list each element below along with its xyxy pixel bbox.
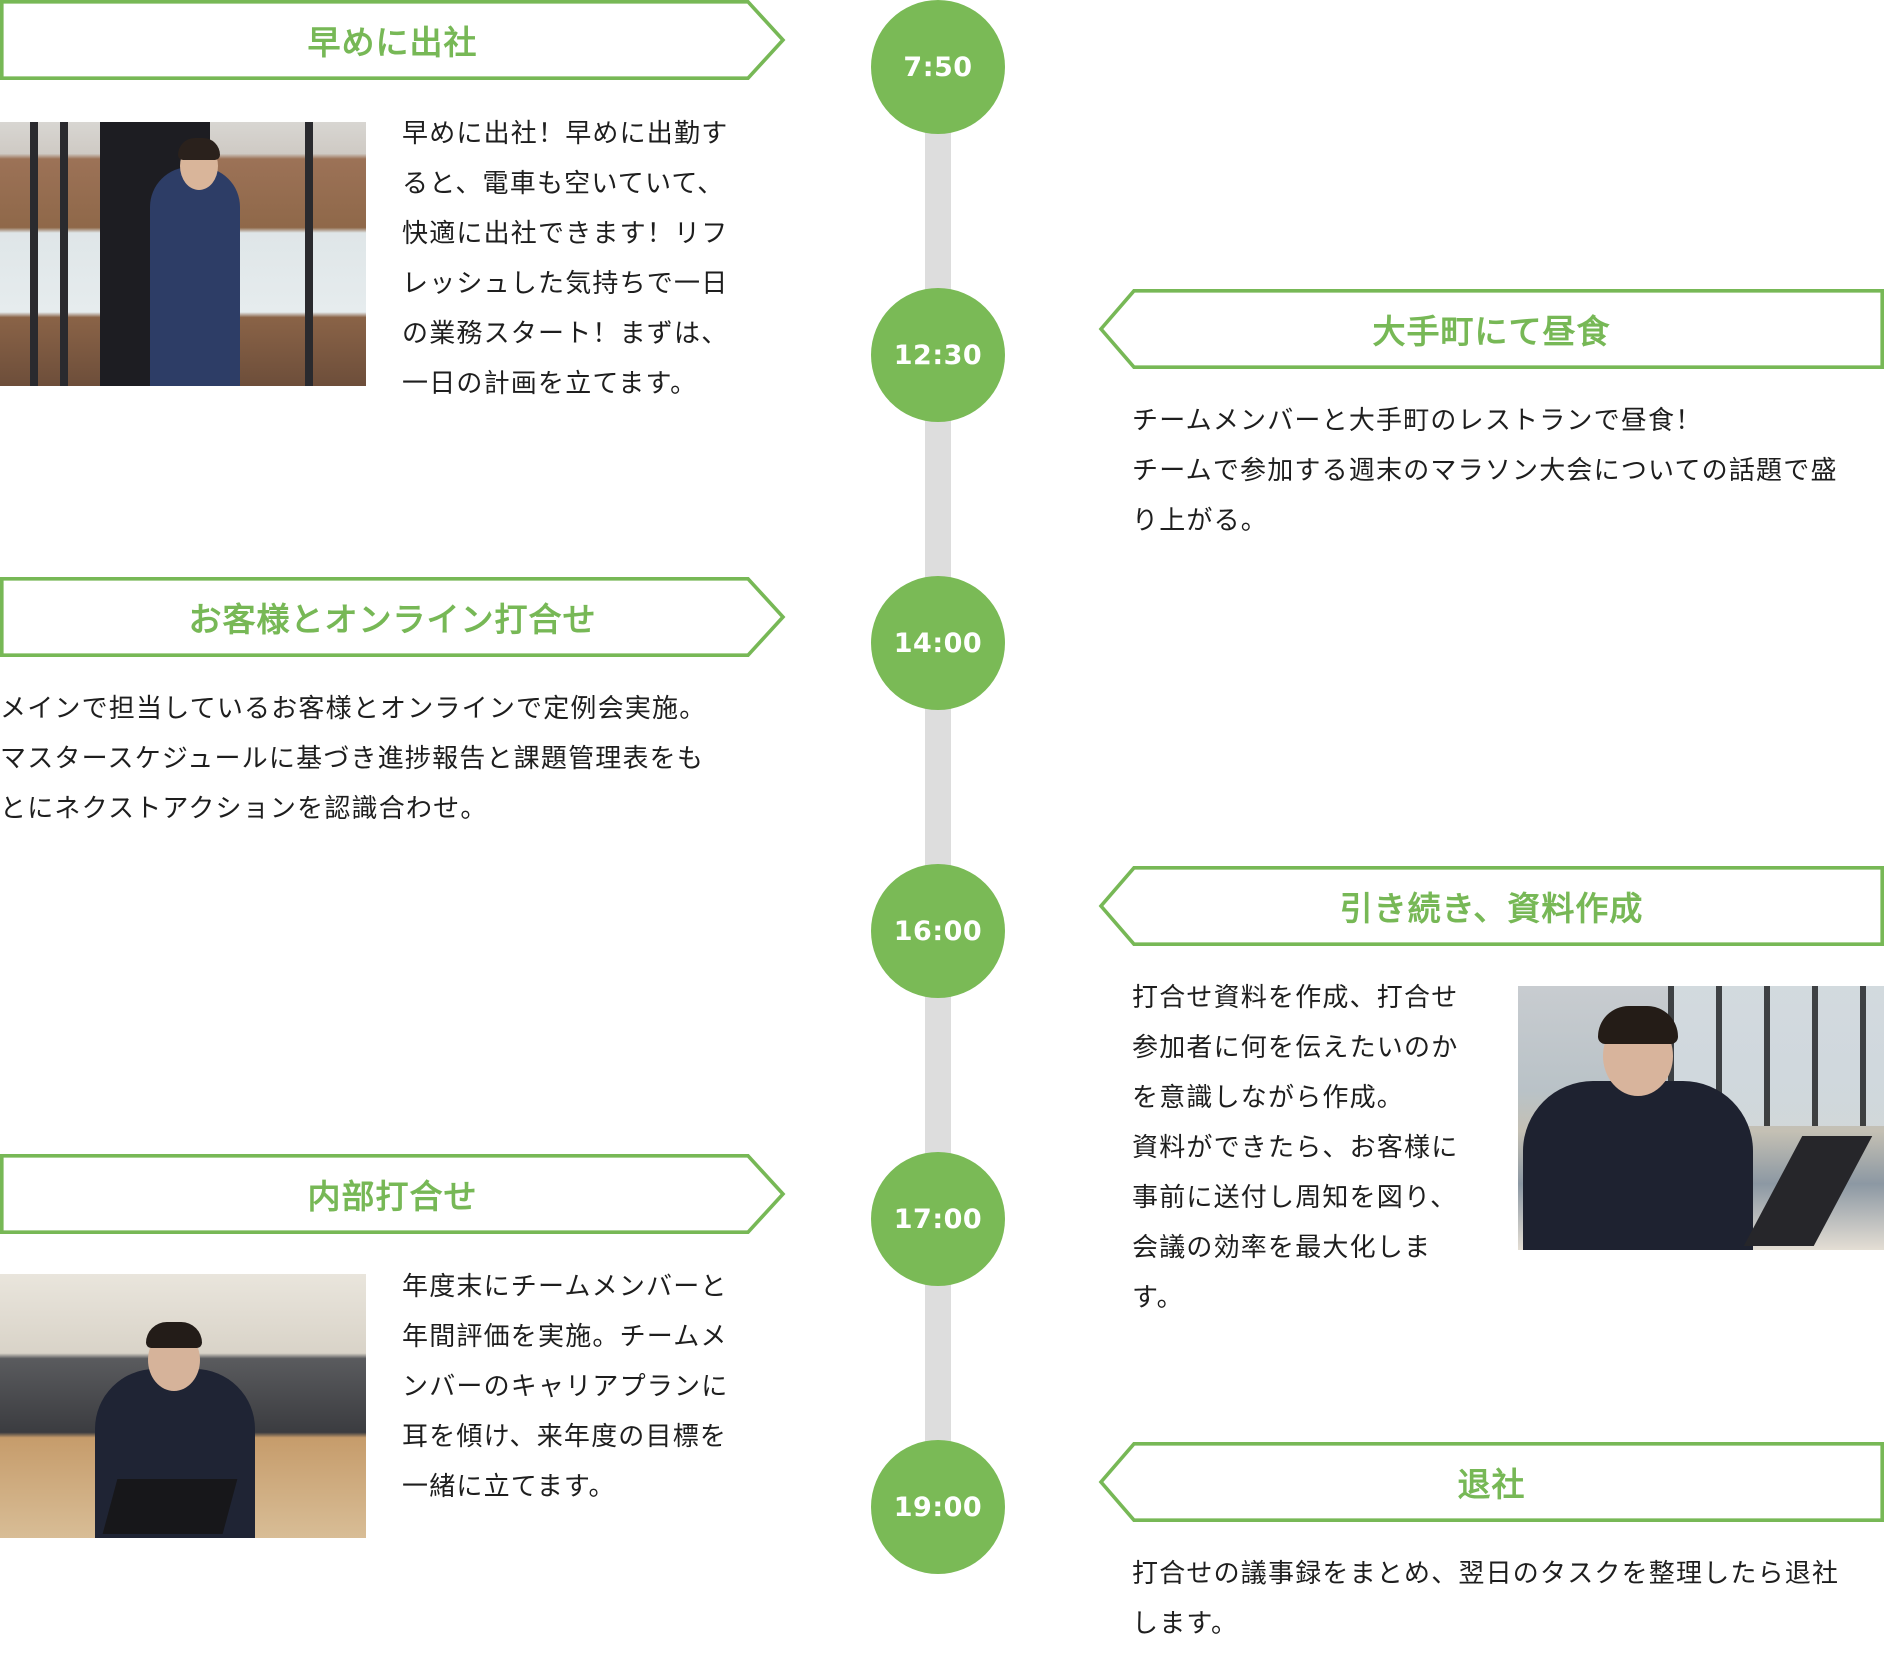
time-marker-1400: 14:00 xyxy=(871,576,1005,710)
event-title: 退社 xyxy=(1457,1465,1526,1504)
arrow-left-banner-shape xyxy=(1098,288,1884,369)
event-description: 打合せ資料を作成、打合せ 参加者に何を伝えたいのか を意識しながら作成。 資料が… xyxy=(1132,983,1459,1313)
time-marker-1700: 17:00 xyxy=(871,1152,1005,1286)
time-marker-0750: 7:50 xyxy=(871,0,1005,134)
time-marker-1230: 12:30 xyxy=(871,288,1005,422)
man-at-table-with-laptop-photo xyxy=(0,1274,366,1538)
event-description: 年度末にチームメンバーと 年間評価を実施。チームメ ンバーのキャリアプランに 耳… xyxy=(402,1272,729,1502)
event-title: 引き続き、資料作成 xyxy=(1339,889,1644,928)
event-banner-early-arrival: 早めに出社 xyxy=(0,0,786,80)
time-marker-1600: 16:00 xyxy=(871,864,1005,998)
event-description: 打合せの議事録をまとめ、翌日のタスクを整理したら退社 します。 xyxy=(1132,1559,1840,1639)
timeline-line xyxy=(925,60,951,1510)
event-description: 早めに出社！早めに出勤す ると、電車も空いていて、 快適に出社できます！リフ レ… xyxy=(402,119,729,399)
man-walking-in-office-photo xyxy=(0,122,366,386)
event-banner-document-prep: 引き続き、資料作成 xyxy=(1098,865,1884,946)
event-title: 早めに出社 xyxy=(307,23,478,62)
event-title: 大手町にて昼食 xyxy=(1372,312,1611,351)
event-description: メインで担当しているお客様とオンラインで定例会実施。 マスタースケジュールに基づ… xyxy=(0,694,707,824)
time-marker-1900: 19:00 xyxy=(871,1440,1005,1574)
event-description: チームメンバーと大手町のレストランで昼食！ チームで参加する週末のマラソン大会に… xyxy=(1132,406,1838,536)
arrow-left-banner-shape xyxy=(1098,1441,1884,1522)
event-title: 内部打合せ xyxy=(307,1177,478,1216)
event-title: お客様とオンライン打合せ xyxy=(188,600,597,639)
arrow-left-banner-shape xyxy=(1098,865,1884,946)
arrow-right-banner-shape xyxy=(0,576,786,657)
event-banner-lunch: 大手町にて昼食 xyxy=(1098,288,1884,369)
event-banner-online-meeting: お客様とオンライン打合せ xyxy=(0,576,786,657)
arrow-right-banner-shape xyxy=(0,0,786,80)
event-banner-internal-meeting: 内部打合せ xyxy=(0,1153,786,1234)
event-banner-leave-office: 退社 xyxy=(1098,1441,1884,1522)
arrow-right-banner-shape xyxy=(0,1153,786,1234)
man-typing-on-laptop-photo xyxy=(1518,986,1884,1250)
